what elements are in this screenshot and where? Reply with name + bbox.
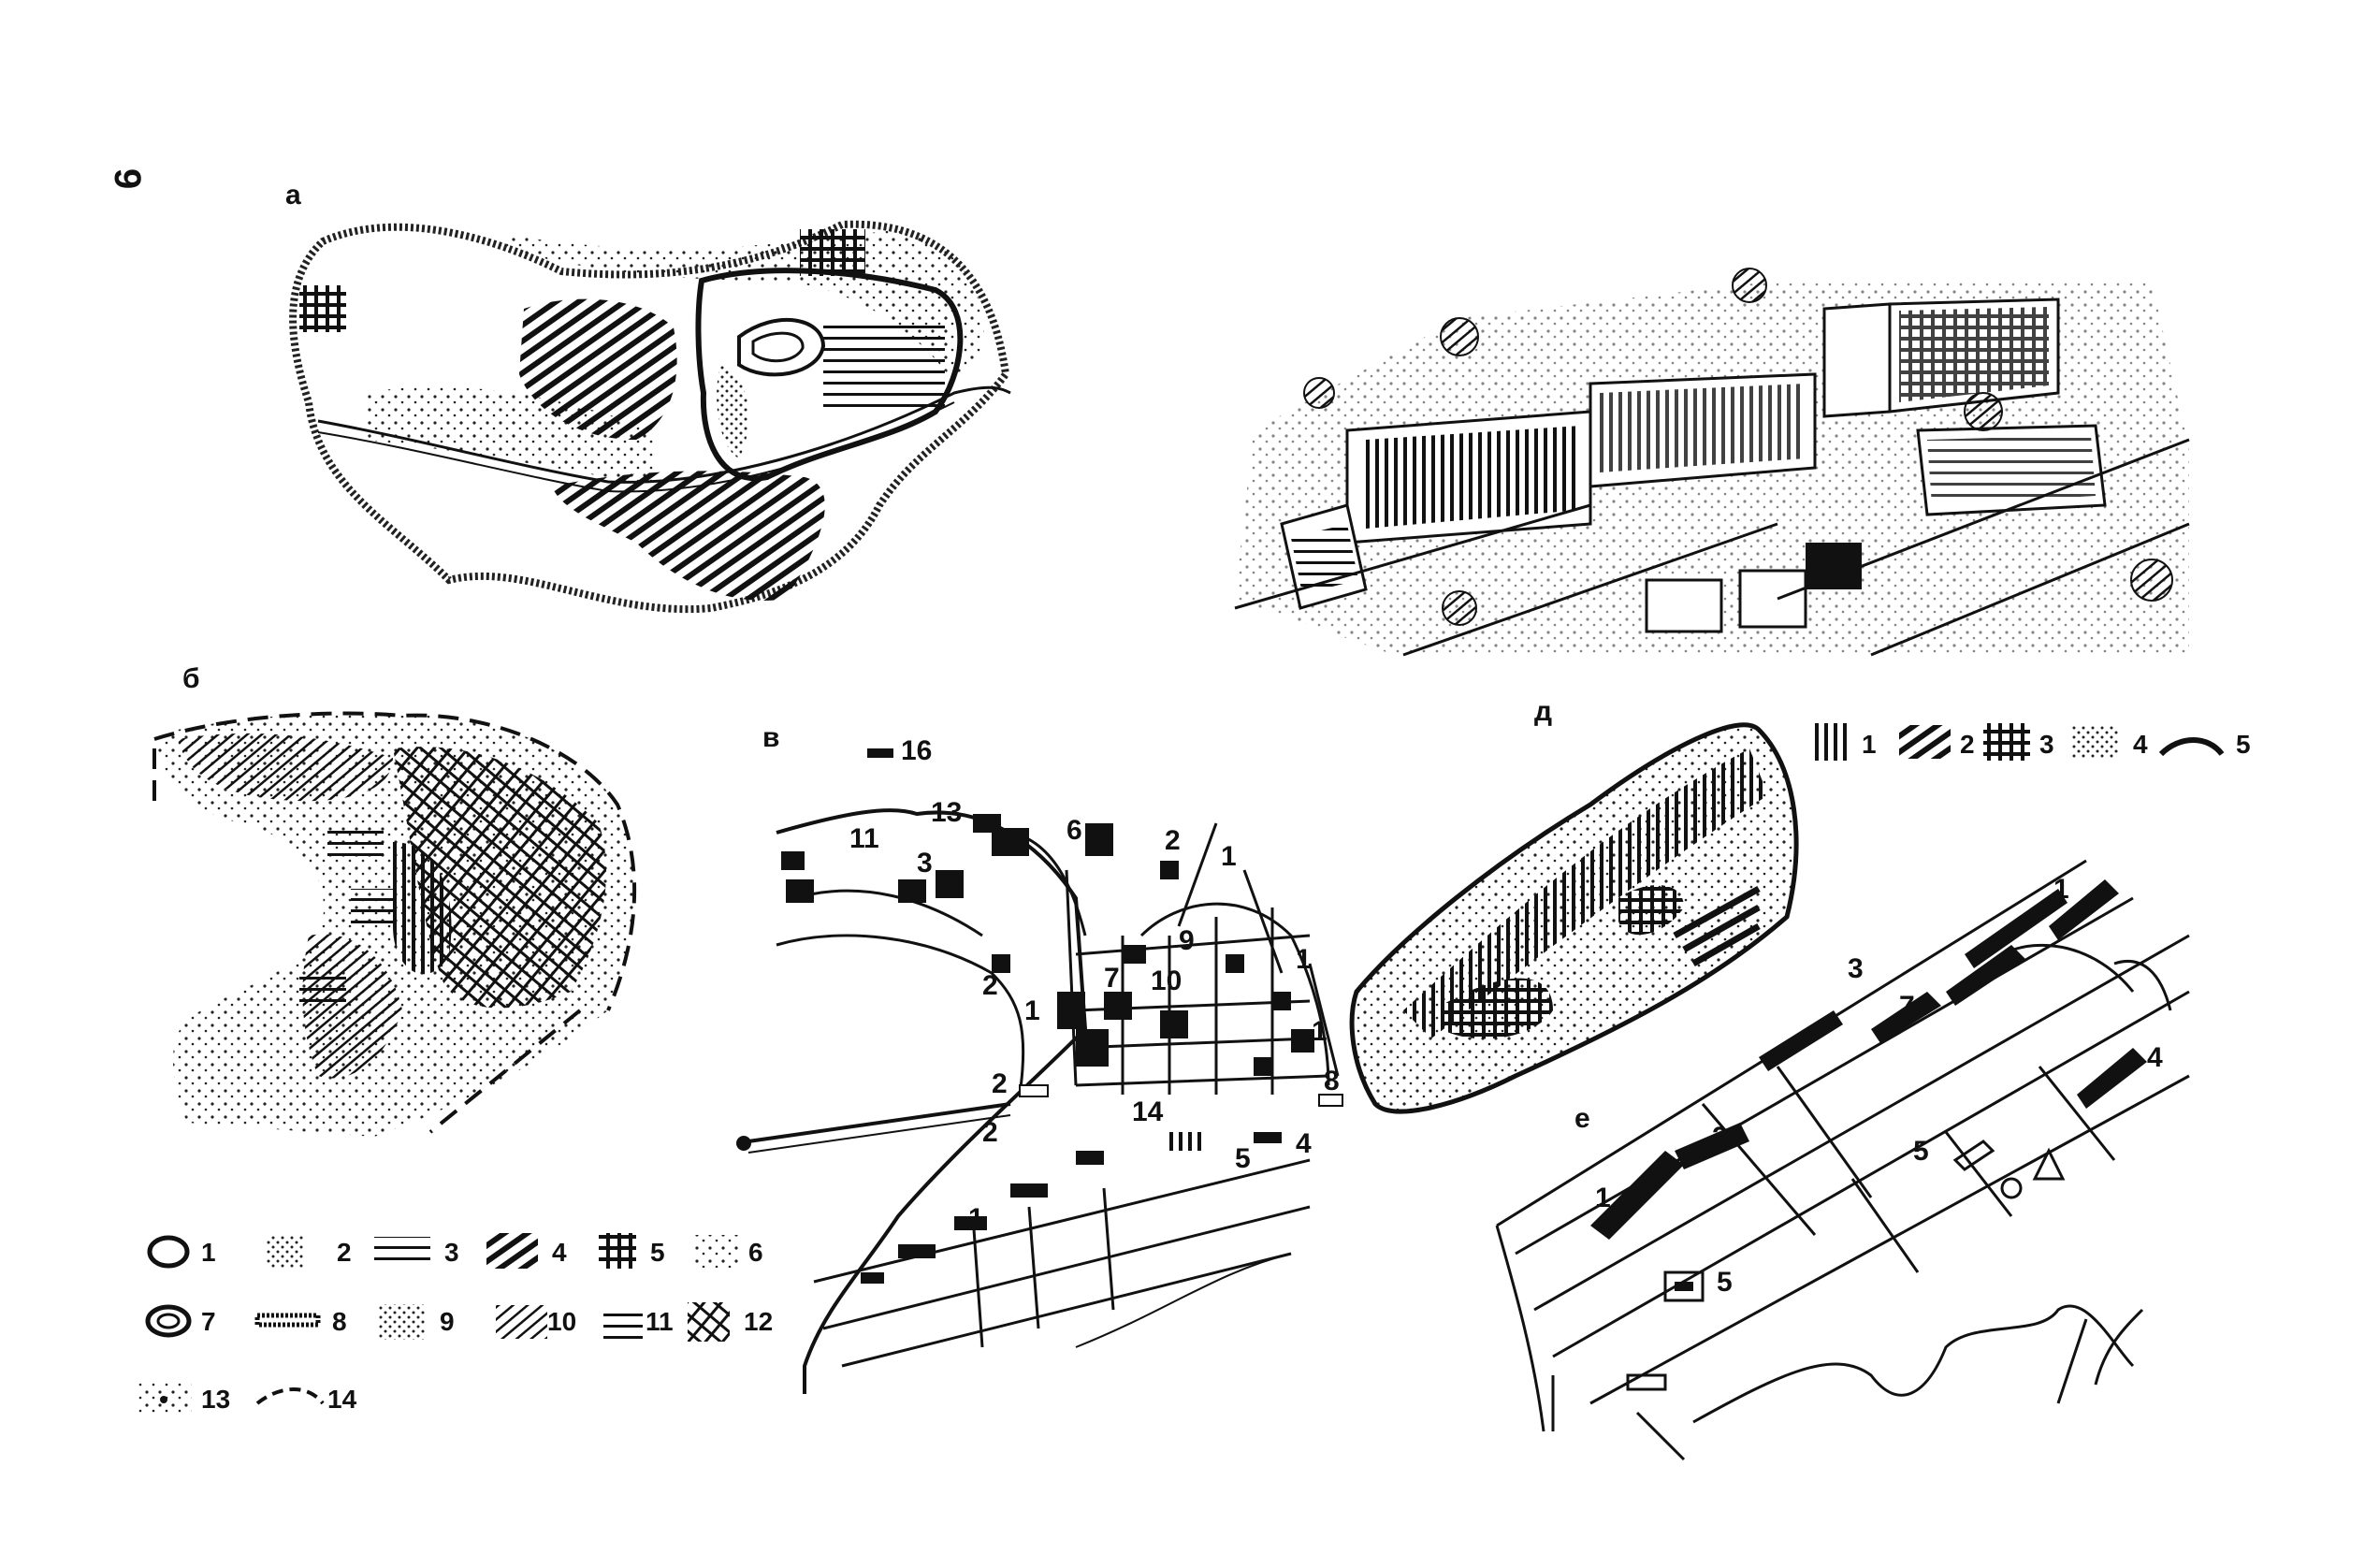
map-v-label: 1	[1296, 944, 1312, 975]
map-e-label: 5	[1717, 1267, 1733, 1298]
map-v-label: 1	[968, 1203, 984, 1234]
perspective-sketch	[1234, 268, 2190, 657]
map-e-label: 1	[1595, 1183, 1611, 1213]
panel-d-label: д	[1534, 696, 1552, 727]
legend-item-label: 1	[201, 1238, 216, 1267]
map-v-label: 10	[1151, 965, 1182, 996]
map-v-label: 2	[1165, 825, 1181, 856]
legend-d-label: 2	[1960, 730, 1975, 759]
legend-d-label: 1	[1862, 730, 1877, 759]
legend-item-label: 6	[748, 1238, 763, 1267]
legend-item-label: 11	[646, 1307, 674, 1336]
panel-b-map: б	[152, 663, 637, 1137]
panel-e-label: е	[1574, 1103, 1590, 1134]
legend-d-label: 4	[2133, 730, 2148, 759]
figure-number: 9	[107, 168, 148, 189]
map-v-label: 16	[901, 735, 932, 766]
panel-e-map: е 1 3 7 2 1 4 5 5	[1495, 859, 2190, 1461]
map-e-label: 7	[1899, 991, 1915, 1022]
map-v-label: 9	[1179, 925, 1195, 956]
map-v-label: 2	[982, 970, 998, 1001]
legend-item-label: 5	[650, 1238, 665, 1267]
map-v-label: 1	[1221, 841, 1237, 872]
legend-d-label: 3	[2039, 730, 2054, 759]
panel-a-map: а	[285, 180, 1011, 614]
panel-d-map: д 1 2 3 4 5	[1349, 696, 2251, 1114]
legend-item-label: 8	[332, 1307, 347, 1336]
map-v-label: 2	[992, 1068, 1008, 1099]
map-v-label: 5	[1235, 1143, 1251, 1174]
map-v-label: 7	[1104, 963, 1120, 994]
legend-item-label: 2	[337, 1238, 352, 1267]
map-v-label: 8	[1324, 1066, 1340, 1096]
map-v-label: 4	[1296, 1128, 1312, 1159]
map-v-label: 3	[917, 848, 933, 878]
legend-item-label: 4	[552, 1238, 567, 1267]
map-e-label: 2	[1712, 1122, 1728, 1153]
panel-a-label: а	[285, 180, 301, 211]
map-v-label: 1	[1312, 1016, 1328, 1047]
map-e-label: 3	[1848, 953, 1864, 984]
map-e-label: 5	[1913, 1136, 1929, 1167]
map-v-label: 2	[982, 1117, 998, 1148]
legend-main: 1 2 3 4 5 6 7 8 9 10 11 12 13 14	[136, 1233, 773, 1416]
map-v-label: 1	[1024, 995, 1040, 1026]
legend-item-label: 10	[547, 1307, 576, 1336]
map-v-label: 13	[931, 797, 962, 828]
map-v-label: 11	[849, 823, 879, 854]
map-e-label: 1	[2053, 874, 2069, 905]
legend-item-label: 12	[744, 1307, 773, 1336]
panel-b-label: б	[182, 663, 200, 694]
legend-item-label: 13	[201, 1385, 230, 1414]
legend-item-label: 9	[440, 1307, 455, 1336]
legend-item-label: 3	[444, 1238, 459, 1267]
legend-d-label: 5	[2236, 730, 2251, 759]
map-e-label: 4	[2147, 1042, 2163, 1073]
legend-item-label: 14	[327, 1385, 357, 1414]
map-v-label: 14	[1132, 1096, 1164, 1127]
map-v-label: 6	[1066, 815, 1082, 846]
legend-item-label: 7	[201, 1307, 216, 1336]
panel-v-map: в	[736, 722, 1343, 1394]
panel-v-label: в	[762, 722, 779, 753]
